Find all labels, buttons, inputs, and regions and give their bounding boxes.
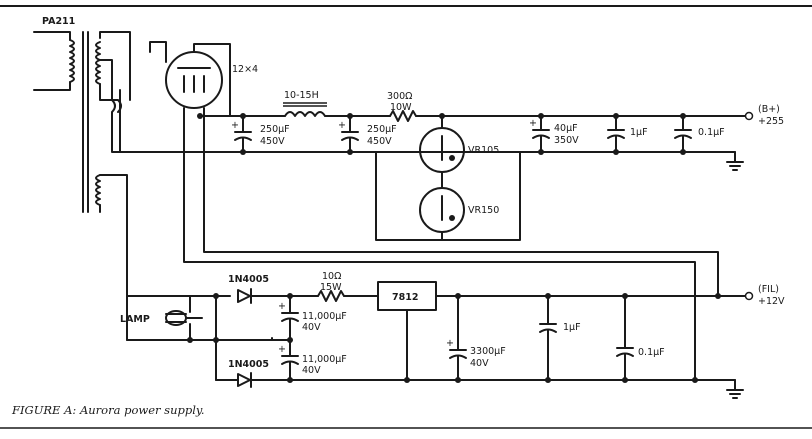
cap10-value: 0.1μF (638, 347, 665, 358)
cap8-value: 3300μF (470, 346, 506, 357)
capacitor-0-1uf-lv (616, 295, 634, 381)
resistor-lv-power: 15W (320, 282, 342, 293)
capacitor-1uf-lv (539, 295, 557, 381)
capacitor-11000uf-2 (281, 339, 299, 381)
cap1-value: 250μF (260, 124, 290, 135)
cap3-voltage: 350V (554, 135, 579, 146)
cap2-voltage: 450V (367, 136, 392, 147)
cap1-voltage: 450V (260, 136, 285, 147)
cap2-plus: + (338, 120, 346, 131)
resistor-300-ohm (389, 110, 417, 122)
regulator-tube-vr105 (419, 115, 465, 189)
cap7-voltage: 40V (302, 365, 321, 376)
vr105-label: VR105 (468, 145, 499, 156)
fil-terminal[interactable] (744, 291, 754, 301)
cap8-plus: + (446, 338, 454, 349)
diode-top-label: 1N4005 (228, 274, 269, 285)
capacitor-40uf (532, 115, 550, 153)
cap7-plus: + (278, 344, 286, 355)
choke-label: 10-15H (284, 90, 319, 101)
bplus-terminal[interactable] (744, 111, 754, 121)
diode-1n4005-top (237, 288, 252, 304)
resistor-lv-value: 10Ω (322, 271, 341, 282)
lamp (165, 310, 203, 326)
lamp-label: LAMP (120, 314, 150, 325)
cap8-voltage: 40V (470, 358, 489, 369)
diode-1n4005-bottom (237, 372, 252, 388)
regulator-ic-label: 7812 (392, 292, 418, 303)
capacitor-1uf-hv (607, 115, 625, 153)
capacitor-11000uf-1 (281, 295, 299, 341)
transformer-label: PA211 (42, 16, 75, 27)
resistor-hv-value: 300Ω (387, 91, 412, 102)
ground-symbol-hv (726, 161, 744, 171)
rectifier-tube-12x4 (149, 41, 231, 153)
ground-symbol-lv (726, 389, 744, 399)
cap6-value: 11,000μF (302, 311, 347, 322)
cap2-value: 250μF (367, 124, 397, 135)
bplus-voltage: +255 (758, 116, 784, 127)
resistor-10-ohm (317, 290, 345, 302)
cap6-voltage: 40V (302, 322, 321, 333)
figure-caption: FIGURE A: Aurora power supply. (11, 403, 205, 417)
transformer (33, 31, 131, 341)
cap3-value: 40μF (554, 123, 578, 134)
capacitor-3300uf (449, 295, 467, 381)
fil-label: (FIL) (758, 284, 779, 295)
choke-inductor (283, 102, 327, 117)
regulator-tube-vr150 (419, 187, 465, 241)
rectifier-tube-label: 12×4 (232, 64, 258, 75)
fil-voltage: +12V (758, 296, 785, 307)
cap3-plus: + (529, 118, 537, 129)
bplus-label: (B+) (758, 104, 780, 115)
cap1-plus: + (231, 120, 239, 131)
capacitor-0-1uf-hv (674, 115, 692, 153)
resistor-hv-power: 10W (390, 102, 412, 113)
cap5-value: 0.1μF (698, 127, 725, 138)
cap7-value: 11,000μF (302, 354, 347, 365)
cap4-value: 1μF (630, 127, 648, 138)
cap9-value: 1μF (563, 322, 581, 333)
vr150-label: VR150 (468, 205, 499, 216)
cap6-plus: + (278, 301, 286, 312)
diode-bottom-label: 1N4005 (228, 359, 269, 370)
